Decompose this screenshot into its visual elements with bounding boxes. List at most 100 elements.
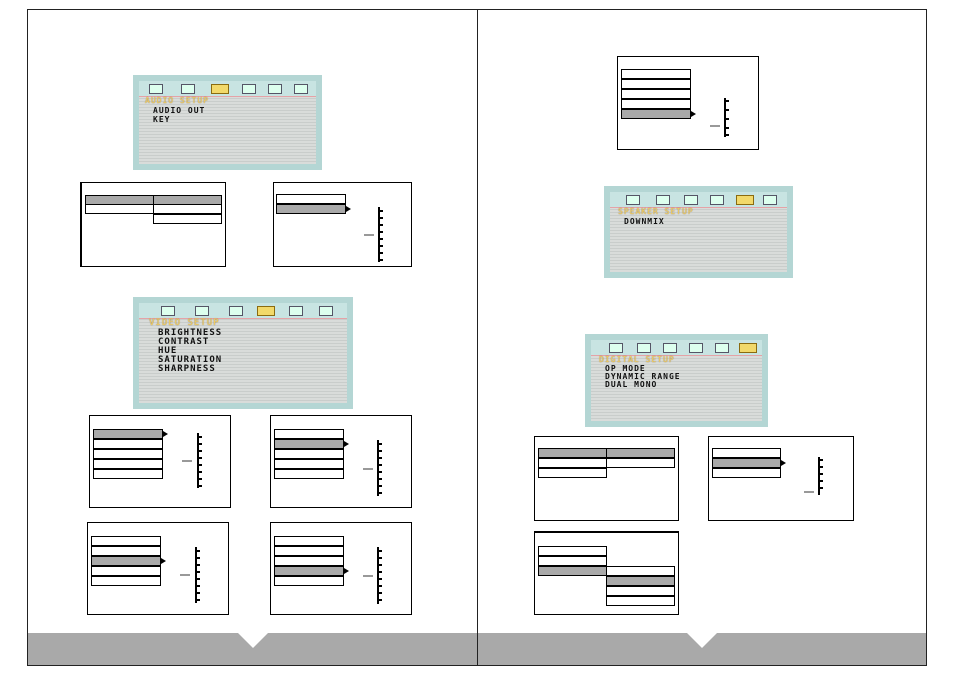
menu-item-dual-mono[interactable]: DUAL MONO: [605, 380, 658, 389]
menu-box-selected[interactable]: [538, 566, 607, 576]
menu-box-selected[interactable]: [538, 448, 607, 458]
menu-box[interactable]: [606, 596, 675, 606]
menu-box[interactable]: [621, 89, 691, 99]
saturation-adjust-diagram: [270, 522, 412, 615]
menu-box[interactable]: [606, 458, 675, 468]
menu-box[interactable]: [93, 449, 163, 459]
menu-box[interactable]: [274, 469, 344, 479]
menu-item-dynamic-range[interactable]: DYNAMIC RANGE: [605, 372, 681, 381]
digital-icon[interactable]: [319, 306, 333, 316]
video-icon[interactable]: [689, 343, 703, 353]
monitor-icon[interactable]: [161, 306, 175, 316]
menu-box[interactable]: [85, 204, 154, 214]
menu-box[interactable]: [538, 468, 607, 478]
menu-box[interactable]: [538, 556, 607, 566]
menu-box-selected[interactable]: [712, 458, 781, 468]
menu-box[interactable]: [274, 429, 344, 439]
menu-box[interactable]: [276, 194, 346, 204]
menu-box[interactable]: [621, 99, 691, 109]
level-bar[interactable]: [195, 547, 197, 603]
video-icon[interactable]: [242, 84, 256, 94]
osd-title: SPEAKER SETUP: [618, 207, 694, 216]
speaker-icon[interactable]: [289, 306, 303, 316]
menu-box[interactable]: [538, 458, 607, 468]
menu-item-sharpness[interactable]: SHARPNESS: [158, 364, 216, 374]
film-icon[interactable]: [181, 84, 195, 94]
video-icon[interactable]: [257, 306, 275, 316]
monitor-icon[interactable]: [149, 84, 163, 94]
level-tick: [380, 217, 383, 219]
menu-box-selected[interactable]: [274, 566, 344, 576]
level-bar[interactable]: [377, 547, 379, 604]
menu-box-selected[interactable]: [91, 556, 161, 566]
menu-box[interactable]: [274, 459, 344, 469]
menu-box[interactable]: [93, 469, 163, 479]
menu-box[interactable]: [606, 586, 675, 596]
level-tick: [820, 473, 823, 475]
audio-icon[interactable]: [229, 306, 243, 316]
page-divider: [477, 9, 478, 666]
menu-box[interactable]: [91, 566, 161, 576]
menu-item-audio-out[interactable]: AUDIO OUT: [153, 106, 206, 115]
menu-box-selected[interactable]: [621, 109, 691, 119]
osd-title: DIGITAL SETUP: [599, 355, 675, 364]
monitor-icon[interactable]: [609, 343, 623, 353]
menu-box-selected[interactable]: [274, 439, 344, 449]
audio-icon[interactable]: [211, 84, 229, 94]
level-bar[interactable]: [197, 433, 199, 488]
menu-box[interactable]: [153, 214, 222, 224]
op-mode-submenu-diagram: [534, 436, 679, 521]
level-bar[interactable]: [724, 98, 726, 137]
menu-item-brightness[interactable]: BRIGHTNESS: [158, 328, 223, 338]
menu-box[interactable]: [153, 204, 222, 214]
menu-box[interactable]: [93, 459, 163, 469]
audio-icon[interactable]: [684, 195, 698, 205]
level-indicator: [363, 468, 373, 470]
speaker-icon[interactable]: [268, 84, 282, 94]
menu-box[interactable]: [274, 536, 344, 546]
menu-box-selected[interactable]: [606, 448, 675, 458]
menu-box[interactable]: [274, 546, 344, 556]
menu-box[interactable]: [91, 536, 161, 546]
menu-item-contrast[interactable]: CONTRAST: [158, 337, 210, 347]
level-tick: [726, 127, 729, 129]
menu-item-hue[interactable]: HUE: [158, 346, 178, 356]
speaker-icon[interactable]: [736, 195, 754, 205]
film-icon[interactable]: [656, 195, 670, 205]
menu-box[interactable]: [621, 79, 691, 89]
level-tick: [379, 557, 382, 559]
level-tick: [379, 550, 382, 552]
menu-box[interactable]: [91, 546, 161, 556]
menu-box[interactable]: [93, 439, 163, 449]
menu-box[interactable]: [712, 448, 781, 458]
menu-box[interactable]: [274, 449, 344, 459]
digital-icon[interactable]: [739, 343, 757, 353]
film-icon[interactable]: [637, 343, 651, 353]
audio-icon[interactable]: [663, 343, 677, 353]
monitor-icon[interactable]: [626, 195, 640, 205]
level-bar[interactable]: [378, 207, 380, 262]
menu-item-op-mode[interactable]: OP MODE: [605, 364, 646, 373]
menu-box[interactable]: [712, 468, 781, 478]
menu-box[interactable]: [621, 69, 691, 79]
menu-box[interactable]: [91, 576, 161, 586]
menu-box-selected[interactable]: [276, 204, 346, 214]
level-bar[interactable]: [377, 440, 379, 496]
speaker-icon[interactable]: [715, 343, 729, 353]
menu-box-selected[interactable]: [606, 576, 675, 586]
menu-item-downmix[interactable]: DOWNMIX: [624, 217, 665, 226]
level-bar[interactable]: [818, 457, 820, 495]
menu-item-saturation[interactable]: SATURATION: [158, 355, 223, 365]
digital-icon[interactable]: [763, 195, 777, 205]
menu-box[interactable]: [274, 556, 344, 566]
level-tick: [379, 585, 382, 587]
film-icon[interactable]: [195, 306, 209, 316]
menu-box[interactable]: [538, 546, 607, 556]
digital-icon[interactable]: [294, 84, 308, 94]
menu-item-key[interactable]: KEY: [153, 115, 171, 124]
video-icon[interactable]: [710, 195, 724, 205]
level-tick: [820, 466, 823, 468]
menu-box[interactable]: [274, 576, 344, 586]
menu-box-selected[interactable]: [93, 429, 163, 439]
menu-box[interactable]: [606, 566, 675, 576]
